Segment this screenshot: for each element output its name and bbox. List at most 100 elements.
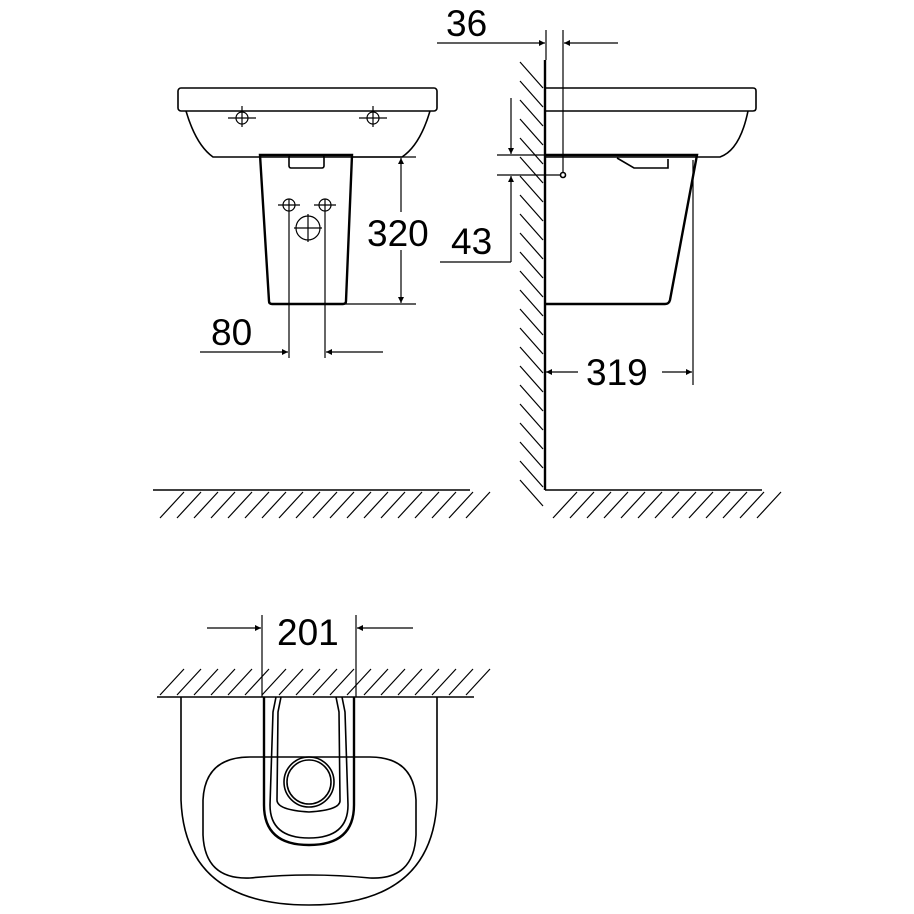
hatch-line xyxy=(705,491,731,519)
hatch-line xyxy=(159,491,185,519)
tap-hole-right-icon xyxy=(359,106,387,127)
hatch-line xyxy=(519,327,544,355)
hatch-line xyxy=(159,668,185,696)
hatch-line xyxy=(569,491,595,519)
hatch-line xyxy=(193,668,219,696)
top-view: 201 xyxy=(157,612,491,906)
hatch-line xyxy=(244,491,270,519)
hatch-line xyxy=(465,668,491,696)
top-basin-outline xyxy=(180,697,438,906)
floor-left-hatch xyxy=(159,491,491,519)
hatch-line xyxy=(519,479,544,507)
hatch-line xyxy=(519,308,544,336)
hatch-line xyxy=(346,668,372,696)
hatch-line xyxy=(519,441,544,469)
top-pedestal-inner2 xyxy=(276,696,341,813)
hatch-line xyxy=(176,491,202,519)
side-basin-bowl xyxy=(545,110,749,158)
hatch-line xyxy=(431,491,457,519)
hatch-line xyxy=(519,289,544,317)
hatch-line xyxy=(519,137,544,165)
hatch-line xyxy=(620,491,646,519)
hatch-line xyxy=(448,668,474,696)
drain-inner-icon xyxy=(286,759,332,805)
dim-43 xyxy=(440,98,560,263)
hatch-line xyxy=(329,491,355,519)
hatch-line xyxy=(176,668,202,696)
hatch-line xyxy=(244,668,270,696)
hatch-line xyxy=(739,491,765,519)
drain-outer-icon xyxy=(283,756,335,808)
hatch-line xyxy=(722,491,748,519)
hatch-line xyxy=(654,491,680,519)
hatch-line xyxy=(431,668,457,696)
hatch-line xyxy=(210,491,236,519)
dim-320 xyxy=(345,156,416,305)
front-basin-rim xyxy=(177,87,438,112)
side-view: 36 43 319 xyxy=(437,3,782,519)
hatch-line xyxy=(519,80,544,108)
hatch-line xyxy=(519,61,544,89)
side-basin-rim xyxy=(545,87,757,112)
hatch-line xyxy=(519,194,544,222)
dim-80-label: 80 xyxy=(211,312,252,353)
dim-43-label: 43 xyxy=(451,221,492,262)
hatch-line xyxy=(552,491,578,519)
front-pedestal xyxy=(258,153,354,306)
floor-right-hatch xyxy=(552,491,782,519)
wall-hatch xyxy=(519,61,544,507)
hatch-line xyxy=(227,668,253,696)
hatch-line xyxy=(637,491,663,519)
dim-36 xyxy=(437,30,618,172)
dim-201-label: 201 xyxy=(277,612,339,653)
hatch-line xyxy=(278,668,304,696)
hatch-line xyxy=(312,668,338,696)
hatch-line xyxy=(519,460,544,488)
tap-hole-left-icon xyxy=(228,106,256,127)
hatch-line xyxy=(380,491,406,519)
connection-holes xyxy=(278,198,336,358)
hatch-line xyxy=(756,491,782,519)
hatch-line xyxy=(603,491,629,519)
dim-36-label: 36 xyxy=(446,3,487,44)
hatch-line xyxy=(519,384,544,412)
hatch-line xyxy=(519,175,544,203)
hatch-line xyxy=(671,491,697,519)
wall-top-hatch xyxy=(159,668,491,696)
hatch-line xyxy=(586,491,612,519)
hatch-line xyxy=(519,213,544,241)
outlet-point xyxy=(559,171,567,179)
hatch-line xyxy=(295,668,321,696)
front-pedestal-notch xyxy=(288,154,325,169)
hatch-line xyxy=(346,491,372,519)
hatch-line xyxy=(414,668,440,696)
top-pedestal-inner xyxy=(269,696,349,839)
hatch-line xyxy=(278,491,304,519)
hatch-line xyxy=(519,156,544,184)
hatch-line xyxy=(414,491,440,519)
hatch-line xyxy=(193,491,219,519)
hatch-line xyxy=(261,668,287,696)
hatch-line xyxy=(363,491,389,519)
hatch-line xyxy=(519,232,544,260)
side-pedestal-notch xyxy=(616,157,669,169)
hatch-line xyxy=(519,270,544,298)
dim-201 xyxy=(207,615,413,697)
dim-320-label: 320 xyxy=(367,213,429,254)
hatch-line xyxy=(397,491,423,519)
hatch-line xyxy=(329,668,355,696)
dim-319-label: 319 xyxy=(586,352,648,393)
hatch-line xyxy=(295,491,321,519)
hatch-line xyxy=(465,491,491,519)
hatch-line xyxy=(519,346,544,374)
hatch-line xyxy=(519,422,544,450)
hatch-line xyxy=(519,118,544,146)
hatch-line xyxy=(380,668,406,696)
hatch-line xyxy=(519,251,544,279)
hatch-line xyxy=(397,668,423,696)
hatch-line xyxy=(688,491,714,519)
side-pedestal xyxy=(545,153,699,306)
hatch-line xyxy=(210,668,236,696)
